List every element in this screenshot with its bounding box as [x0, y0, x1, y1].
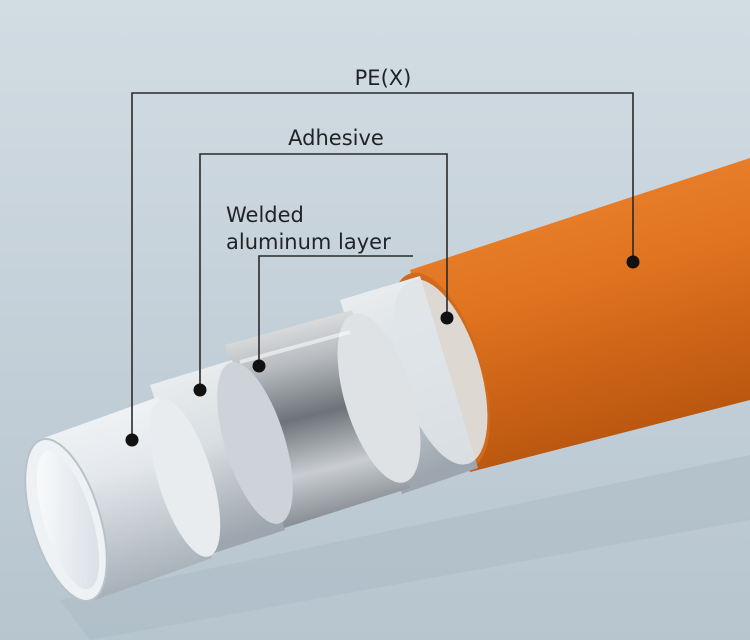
label-pe-x: PE(X) — [355, 66, 412, 90]
inner-adhesive-band — [150, 360, 285, 556]
label-aluminum-line2: aluminum layer — [226, 230, 391, 254]
label-adhesive: Adhesive — [288, 126, 384, 150]
inner-adhesive-end — [217, 362, 293, 524]
adhesive-inner-dot — [193, 383, 207, 397]
aluminum-layer-end — [337, 313, 421, 483]
adhesive-leader-line — [199, 153, 448, 390]
adhesive-outer-dot — [440, 311, 454, 325]
pipe-bore — [36, 450, 100, 590]
inner-pe-core-end — [149, 399, 221, 557]
outer-pe-layer — [410, 158, 750, 472]
pe-inner-dot — [125, 433, 139, 447]
pe-leader-line — [131, 92, 634, 440]
aluminum-leader-line — [258, 255, 413, 366]
aluminum-dot — [252, 359, 266, 373]
pe-outer-dot — [626, 255, 640, 269]
label-aluminum-line1: Welded — [226, 203, 304, 227]
pipe-shadow — [60, 455, 750, 640]
